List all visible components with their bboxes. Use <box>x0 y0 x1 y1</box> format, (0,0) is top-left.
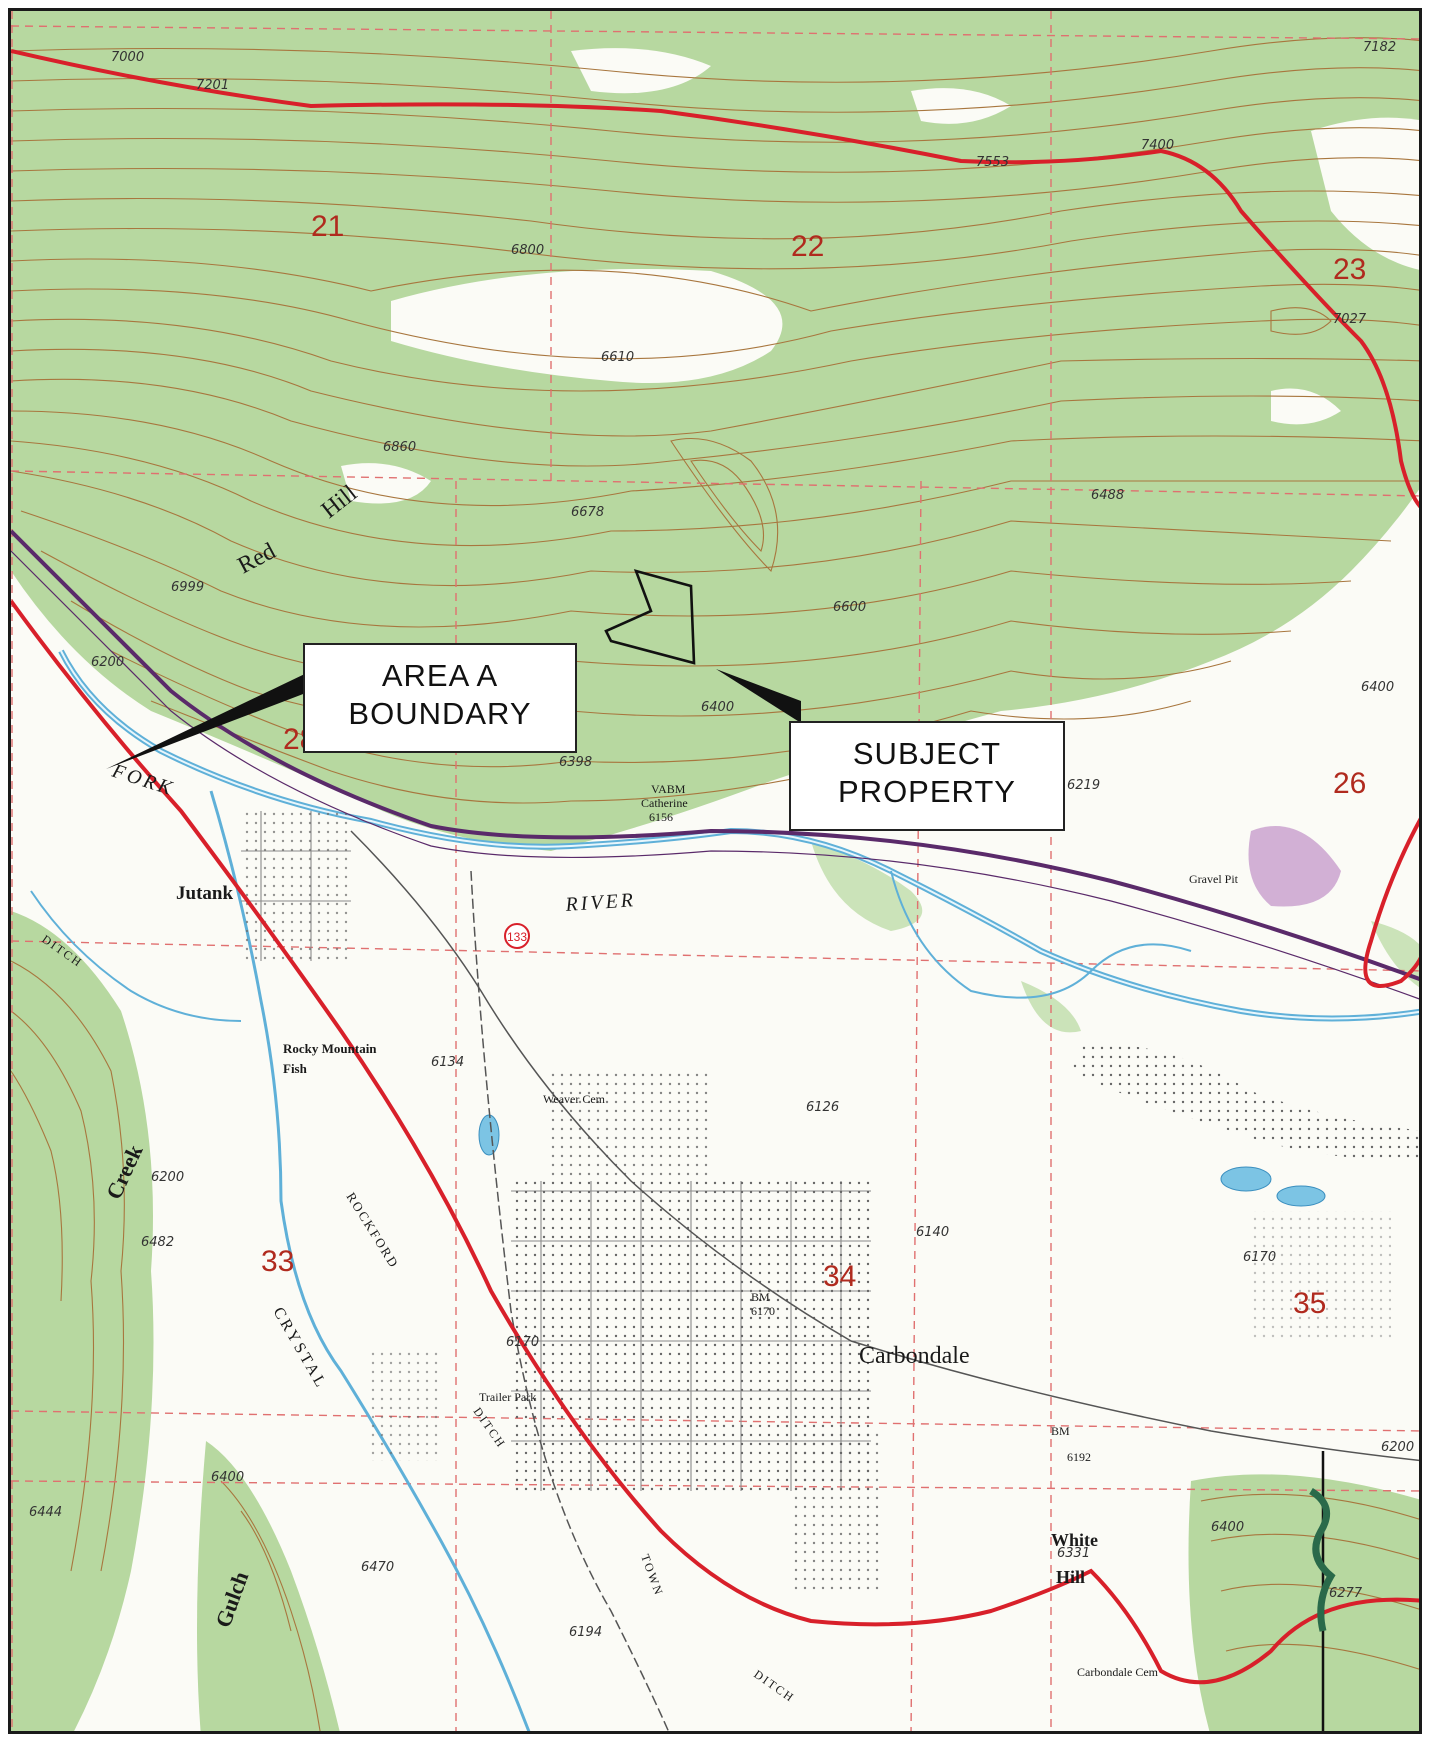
elevation-label: 6194 <box>569 1625 602 1640</box>
ponds <box>478 1114 1326 1207</box>
route-number: 133 <box>507 930 527 944</box>
callout-line: BOUNDARY <box>348 696 532 731</box>
elevation-label: 6400 <box>211 1470 244 1485</box>
elevation-label: 6400 <box>1211 1520 1244 1535</box>
place-benchmark: BM <box>1051 1424 1070 1438</box>
highway <box>11 49 1419 1685</box>
section-label: 33 <box>261 1245 294 1278</box>
elevation-label: 6277 <box>1329 1586 1363 1601</box>
elevation-label: 6126 <box>806 1100 839 1115</box>
elevation-label: 6400 <box>1361 680 1394 695</box>
gravel-areas <box>1071 826 1419 1161</box>
subject-property-outline <box>604 569 696 665</box>
elevation-label: 6860 <box>383 440 416 455</box>
callout-line: PROPERTY <box>838 774 1016 809</box>
callout-line: AREA A <box>381 658 499 693</box>
place-benchmark-elev: 6192 <box>1067 1450 1091 1464</box>
section-label: 34 <box>823 1260 856 1293</box>
town-buildings <box>241 811 1391 1591</box>
elevation-label: 6134 <box>431 1055 464 1070</box>
elevation-label: 6200 <box>91 655 124 670</box>
clearings <box>341 48 1419 504</box>
place-carbondale: Carbondale <box>859 1343 970 1369</box>
place-benchmark-elev: 6170 <box>751 1304 775 1318</box>
callout-pointers <box>106 669 801 769</box>
place-gravel-pit: Gravel Pit <box>1189 872 1239 886</box>
elevation-label: 6170 <box>1243 1250 1276 1265</box>
elevation-label: 6444 <box>29 1505 62 1520</box>
place-weaver-cem: Weaver Cem <box>543 1092 606 1106</box>
place-river: RIVER <box>564 889 637 916</box>
place-white: White <box>1051 1530 1098 1550</box>
place-ditch: DITCH <box>471 1405 509 1451</box>
elevation-label: 6140 <box>916 1225 949 1240</box>
section-label: 26 <box>1333 767 1366 800</box>
local-road <box>350 830 1419 1731</box>
place-white-hill: Hill <box>1056 1567 1085 1587</box>
elevation-label: 6200 <box>1381 1440 1414 1455</box>
section-label: 21 <box>311 210 344 243</box>
section-label: 23 <box>1333 253 1366 286</box>
area-a-boundary-callout: AREA A BOUNDARY <box>303 643 577 753</box>
forest-cover <box>11 11 1419 1731</box>
callout-line: SUBJECT <box>852 736 1002 771</box>
elevation-label: 6170 <box>506 1335 539 1350</box>
elevation-labels: 7000 7201 7182 7400 7553 7027 6800 6610 … <box>29 40 1414 1640</box>
route-shield: 133 <box>504 923 530 949</box>
place-rocky-mountain: Rocky Mountain <box>283 1041 377 1056</box>
place-trailer-park: Trailer Park <box>479 1390 536 1404</box>
place-crystal: CRYSTAL <box>270 1305 331 1393</box>
elevation-label: 7027 <box>1333 312 1367 327</box>
place-catherine-elev: 6156 <box>649 810 673 824</box>
elevation-label: 6482 <box>141 1235 174 1250</box>
railroad <box>11 529 1419 1000</box>
elevation-label: 6488 <box>1091 488 1124 503</box>
place-benchmark: BM <box>751 1290 770 1304</box>
elevation-label: 6200 <box>151 1170 184 1185</box>
place-ditch: DITCH <box>751 1667 797 1705</box>
elevation-label: 7182 <box>1363 40 1396 55</box>
place-town: TOWN <box>638 1552 666 1598</box>
elevation-label: 6400 <box>701 700 734 715</box>
elevation-label: 6999 <box>171 580 204 595</box>
elevation-label: 6610 <box>601 350 634 365</box>
section-marker <box>1309 1451 1336 1731</box>
elevation-label: 7400 <box>1141 138 1174 153</box>
elevation-label: 6331 <box>1057 1546 1090 1561</box>
elevation-label: 6678 <box>571 505 604 520</box>
place-vabm: VABM <box>651 782 686 796</box>
section-label: 35 <box>1293 1287 1326 1320</box>
elevation-label: 6600 <box>833 600 866 615</box>
place-jutank: Jutank <box>176 883 233 904</box>
elevation-label: 7553 <box>976 155 1009 170</box>
contour-lines <box>11 37 1419 1731</box>
place-fish: Fish <box>283 1061 308 1076</box>
place-catherine: Catherine <box>641 796 688 810</box>
elevation-label: 7000 <box>111 50 144 65</box>
elevation-label: 6800 <box>511 243 544 258</box>
section-label: 22 <box>791 230 824 263</box>
elevation-label: 6219 <box>1067 778 1100 793</box>
elevation-label: 7201 <box>196 78 229 93</box>
elevation-label: 6470 <box>361 1560 394 1575</box>
subject-property-callout: SUBJECT PROPERTY <box>789 721 1065 831</box>
place-rockford: ROCKFORD <box>343 1190 402 1272</box>
elevation-label: 6398 <box>559 755 592 770</box>
place-carbondale-cem: Carbondale Cem <box>1077 1665 1159 1679</box>
topographic-map: 133 21 22 23 26 28 33 34 35 7000 7201 71… <box>8 8 1422 1734</box>
map-canvas: 133 21 22 23 26 28 33 34 35 7000 7201 71… <box>11 11 1419 1731</box>
